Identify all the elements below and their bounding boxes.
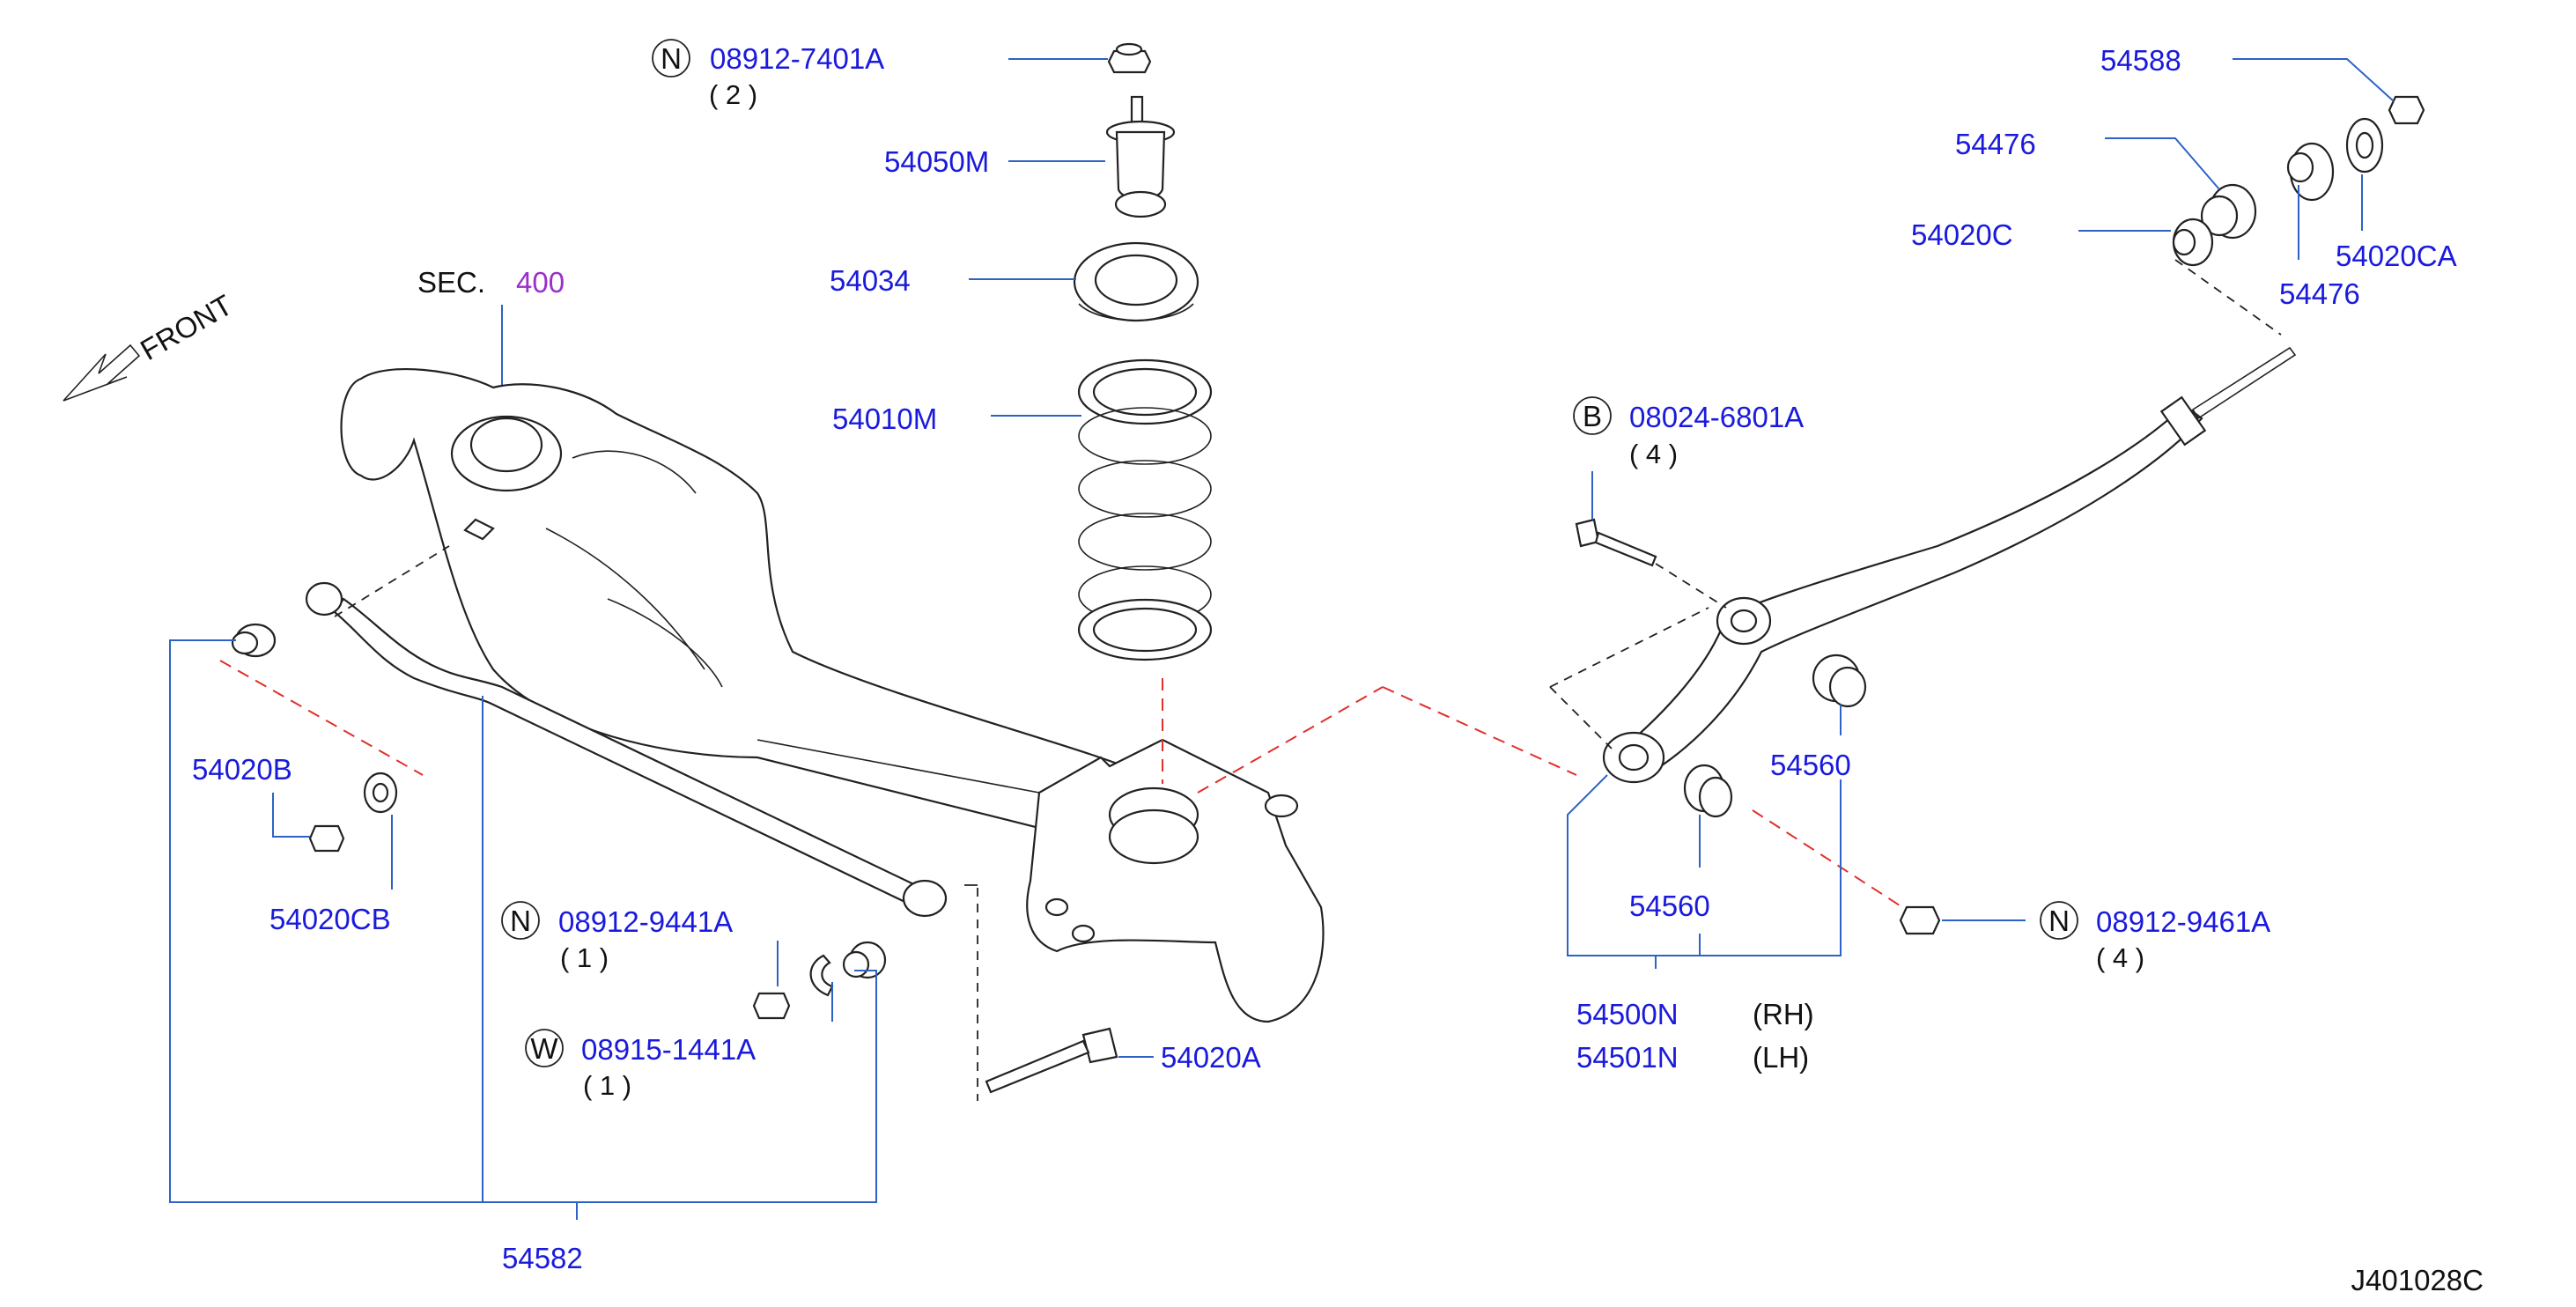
callout-54582[interactable]: 54582	[502, 1242, 583, 1274]
callout-side-rh: (RH)	[1753, 998, 1814, 1030]
prefix-circle-icon	[525, 1029, 564, 1067]
callout-54560[interactable]: 54560	[1770, 749, 1851, 781]
callout-54020ca[interactable]: 54020CA	[2336, 240, 2457, 272]
bushing-54020c	[2172, 218, 2214, 267]
bumper-54050m	[1105, 95, 1176, 218]
callout-prefix: N	[661, 42, 682, 75]
bushing-54020b	[231, 623, 277, 658]
callout-08912-9441a[interactable]: 08912-9441A	[558, 905, 733, 938]
bushing-54560-b	[1683, 764, 1733, 818]
bushing-54020a-side	[842, 941, 887, 979]
bushing-54476	[2200, 183, 2257, 240]
washer-54020ca	[2345, 117, 2384, 174]
callout-54020b[interactable]: 54020B	[192, 753, 292, 786]
callout-side-lh: (LH)	[1753, 1041, 1809, 1074]
washer-54020cb	[363, 772, 398, 814]
nut-08912-9441a	[752, 992, 791, 1020]
callout-08912-9461a[interactable]: 08912-9461A	[2096, 905, 2270, 938]
prefix-circle-icon	[652, 39, 690, 78]
callout-08912-7401a[interactable]: 08912-7401A	[710, 42, 884, 75]
callout-prefix: N	[510, 905, 531, 937]
callout-54034[interactable]: 54034	[830, 264, 911, 297]
callout-qty: ( 2 )	[709, 79, 757, 110]
section-ref-prefix: SEC.	[417, 266, 485, 299]
callout-54476-b[interactable]: 54476	[2279, 277, 2360, 310]
bolt-08024-6801a	[1575, 518, 1657, 567]
front-arrow-icon	[63, 343, 141, 402]
callout-54020cb[interactable]: 54020CB	[269, 903, 391, 935]
callout-prefix: B	[1583, 400, 1602, 432]
suspension-arm-54500n	[1602, 346, 2297, 784]
callout-prefix: N	[2048, 905, 2070, 937]
callout-08024-6801a[interactable]: 08024-6801A	[1629, 401, 1804, 433]
callout-54010m[interactable]: 54010M	[832, 402, 937, 435]
callout-qty: ( 4 )	[1629, 439, 1678, 469]
callout-qty: ( 1 )	[560, 942, 609, 973]
callout-qty: ( 4 )	[2096, 942, 2144, 973]
washer-08915-1441a	[809, 954, 834, 997]
spring-seat-54034	[1073, 241, 1199, 322]
diagram-code: J401028C	[2351, 1264, 2484, 1296]
front-label: FRONT	[135, 288, 238, 366]
section-ref-number[interactable]: 400	[516, 266, 565, 299]
bushing-54476-b	[2286, 142, 2335, 202]
callout-54500n[interactable]: 54500N	[1576, 998, 1679, 1030]
bushing-54560	[1812, 654, 1867, 708]
prefix-circle-icon	[501, 901, 540, 940]
callout-54020a[interactable]: 54020A	[1161, 1041, 1261, 1074]
prefix-circle-icon	[2040, 901, 2078, 940]
callout-54560-b[interactable]: 54560	[1629, 890, 1710, 922]
callout-54501n[interactable]: 54501N	[1576, 1041, 1679, 1074]
nut-54020b	[308, 824, 345, 853]
callout-qty: ( 1 )	[583, 1070, 631, 1101]
callout-08915-1441a[interactable]: 08915-1441A	[581, 1033, 756, 1066]
callout-54020c[interactable]: 54020C	[1911, 218, 2013, 251]
callout-54476[interactable]: 54476	[1955, 128, 2036, 160]
nut-08912-9461a	[1899, 905, 1941, 935]
prefix-circle-icon	[1573, 396, 1612, 435]
hub-knuckle	[1026, 738, 1325, 1023]
bushing-54588	[2388, 95, 2425, 125]
nut-08912-7401a	[1107, 42, 1152, 74]
coil-spring-54010m	[1077, 358, 1213, 661]
bolt-54020a	[985, 1027, 1118, 1094]
callout-prefix: W	[530, 1032, 558, 1065]
callout-54050m[interactable]: 54050M	[884, 145, 989, 178]
stabilizer-bar	[305, 581, 948, 918]
rear-axle-housing	[340, 367, 1147, 841]
callout-54588[interactable]: 54588	[2100, 44, 2181, 77]
